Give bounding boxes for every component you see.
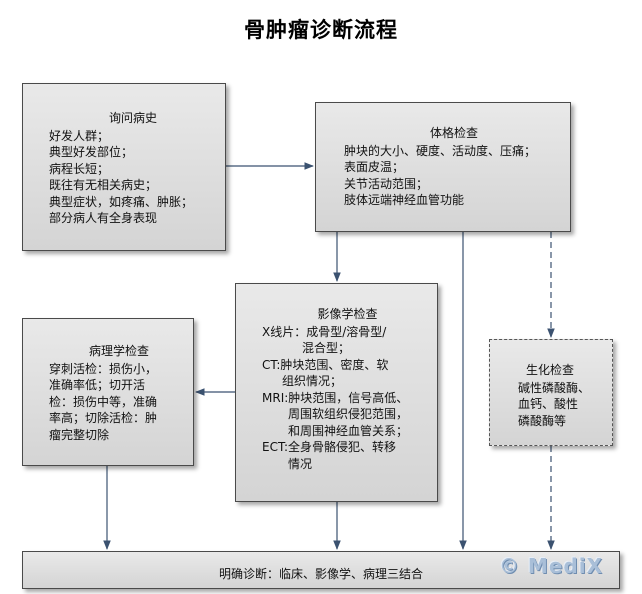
physical-line: 表面皮温； — [344, 160, 405, 174]
history-box: 询问病史 好发人群； 典型好发部位； 病程长短； 既往有无相关病史； 典型症状，… — [22, 83, 226, 251]
history-line: 部分病人有全身表现 — [49, 211, 158, 225]
history-line: 既往有无相关病史； — [49, 178, 158, 192]
biochem-line: 磷酸酶等 — [518, 413, 567, 428]
pathology-line: 瘤完整切除 — [49, 427, 110, 442]
physical-exam-box: 体格检查 肿块的大小、硬度、活动度、压痛； 表面皮温； 关节活动范围； 肢体远端… — [315, 102, 571, 232]
imaging-line: 混合型； — [302, 341, 351, 355]
imaging-line: 情况 — [288, 456, 313, 471]
history-line: 好发人群； — [49, 128, 110, 143]
biochem-line: 碱性磷酸酶、 — [518, 380, 591, 395]
diagnosis-box: 明确诊断：临床、影像学、病理三结合 © MediX — [22, 551, 620, 589]
history-line: 典型好发部位； — [49, 145, 134, 159]
imaging-line: 组织情况； — [282, 374, 343, 388]
imaging-line: MRI:肿块范围，信号高低、 — [262, 390, 409, 405]
imaging-line: X线片：成骨型/溶骨型/ — [262, 324, 387, 339]
pathology-line: 检：损伤中等，准确 — [49, 394, 158, 409]
imaging-line: 周围软组织侵犯范围， — [288, 407, 409, 421]
history-line: 病程长短； — [49, 161, 110, 176]
biochem-heading: 生化检查 — [526, 363, 575, 377]
diagram-title: 骨肿瘤诊断流程 — [244, 18, 398, 42]
physical-line: 肢体远端神经血管功能 — [344, 193, 465, 207]
diagnosis-text: 明确诊断：临床、影像学、病理三结合 — [218, 567, 423, 581]
physical-line: 关节活动范围； — [344, 176, 429, 191]
imaging-line: ECT:全身骨骼侵犯、转移 — [262, 440, 397, 454]
imaging-box: 影像学检查 X线片：成骨型/溶骨型/ 混合型； CT:肿块范围、密度、软 组织情… — [235, 283, 438, 502]
pathology-line: 穿刺活检：损伤小， — [49, 361, 158, 376]
medix-logo: © MediX — [498, 554, 603, 578]
physical-heading: 体格检查 — [429, 126, 478, 140]
pathology-line: 准确率低；切开活 — [49, 378, 146, 392]
imaging-line: 和周围神经血管关系； — [288, 423, 409, 438]
physical-line: 肿块的大小、硬度、活动度、压痛； — [344, 143, 537, 158]
biochem-line: 血钙、酸性 — [518, 397, 579, 411]
history-line: 典型症状，如疼痛、肿胀； — [49, 194, 194, 209]
imaging-heading: 影像学检查 — [317, 307, 378, 321]
pathology-box: 病理学检查 穿刺活检：损伤小， 准确率低；切开活 检：损伤中等，准确 率高；切除… — [22, 318, 194, 466]
imaging-line: CT:肿块范围、密度、软 — [262, 357, 389, 372]
pathology-line: 率高；切除活检：肿 — [49, 411, 158, 425]
pathology-heading: 病理学检查 — [88, 344, 149, 358]
biochem-box: 生化检查 碱性磷酸酶、 血钙、酸性 磷酸酶等 — [489, 339, 613, 446]
history-heading: 询问病史 — [108, 111, 157, 125]
